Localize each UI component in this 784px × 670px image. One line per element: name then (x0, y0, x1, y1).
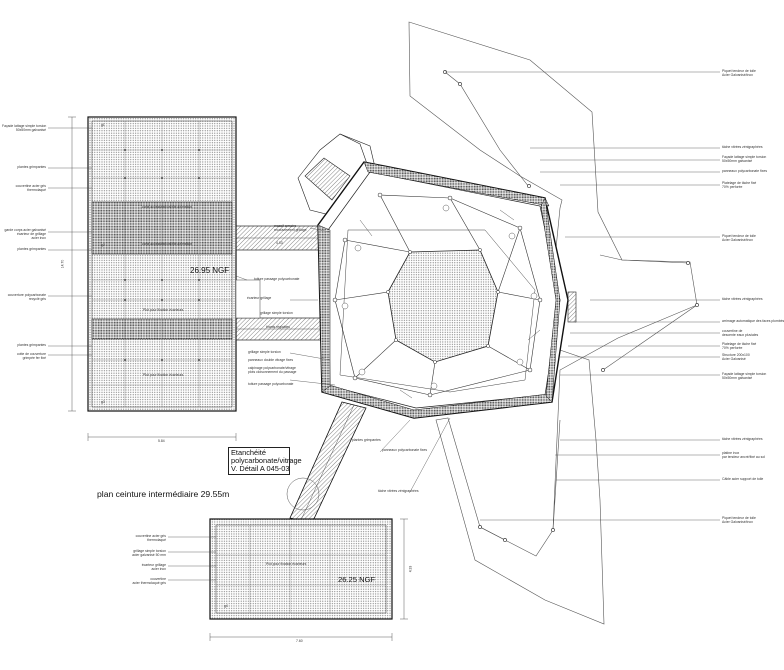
dim-left-height: 14.70 (60, 259, 65, 269)
right-label-13: tâche vitrées zénigraphées (722, 437, 763, 441)
plot-label-1: Plot pour fixation écarteurs (143, 308, 184, 312)
waterproofing-callout: Etanchéité polycarbonate/vitrage V. Déta… (228, 447, 302, 475)
center-label-6: grillage simple torsion (248, 350, 281, 354)
center-label-4: grillage simple torsion (260, 311, 293, 315)
plan-title: plan ceinture intermédiaire 29.55m (97, 489, 230, 499)
canvas-tent-outline (408, 21, 698, 625)
callout-line-1: Etanchéité (231, 448, 266, 457)
zone-label-2: zone accessible/visible animation (142, 242, 193, 246)
main-pavilion (317, 161, 569, 419)
dim-left-width: 5.84 (158, 439, 165, 443)
grid-mark-2: g2 (101, 243, 105, 247)
center-label-11: panneaux polycarbonate fixes (382, 448, 428, 452)
center-label-7: panneaux double vitrage fixes (248, 358, 294, 362)
elevation-lower: 26.25 NGF (338, 575, 376, 584)
right-label-4: panneaux polycarbonate fixes (722, 169, 768, 173)
left-label-2: plantes grimpantes (17, 165, 46, 169)
center-label-2: toiture passage polycarbonate (254, 277, 300, 281)
grid-mark-1: g1 (101, 123, 105, 127)
center-label-10: plantes grimpantes (352, 438, 381, 442)
plot-label-2: Plot pour fixation écarteurs (143, 373, 184, 377)
callout-line-3: V. Détail A 045-03 (231, 464, 290, 473)
right-label-15: Câble acier support de toile (722, 477, 764, 481)
tent-anchor-stakes (443, 70, 699, 542)
dim-bottom-height: 4.33 (408, 565, 413, 573)
center-label-3: écarteur grillage (247, 296, 272, 300)
dim-bottom-width: 7.60 (296, 639, 303, 643)
center-leader-lines (235, 227, 451, 493)
left-deck-structure (48, 116, 237, 441)
center-label-9: toiture passage polycarbonate (248, 382, 294, 386)
walkway-right (567, 291, 577, 323)
dim-walkway: 4.03 (276, 241, 283, 245)
zone-label-1: zone accessible/visible animation (142, 205, 193, 209)
lower-deck-structure (168, 518, 408, 641)
elevation-main: 26.95 NGF (190, 266, 230, 275)
grid-mark-3: g3 (101, 400, 105, 404)
right-label-2: tâche vitrées zénigraphées (722, 145, 763, 149)
left-label-7: plantes grimpantes (17, 343, 46, 347)
plot-label-3: Plot pour fixation écarteurs (266, 562, 307, 566)
right-leader-lines (445, 71, 720, 521)
walkways-left (235, 225, 323, 341)
grid-mark-4: g4 (224, 604, 228, 608)
center-label-12: tâche vitrées zénigraphées (378, 489, 419, 493)
callout-line-2: polycarbonate/vitrage (231, 456, 302, 465)
right-label-8: arrimage automatique des faces plombés (722, 319, 784, 323)
center-label-5: tirants réglables (266, 325, 290, 329)
left-label-5: plantes grimpantes (17, 247, 46, 251)
right-label-7: tâche vitrées zénigraphées (722, 297, 763, 301)
